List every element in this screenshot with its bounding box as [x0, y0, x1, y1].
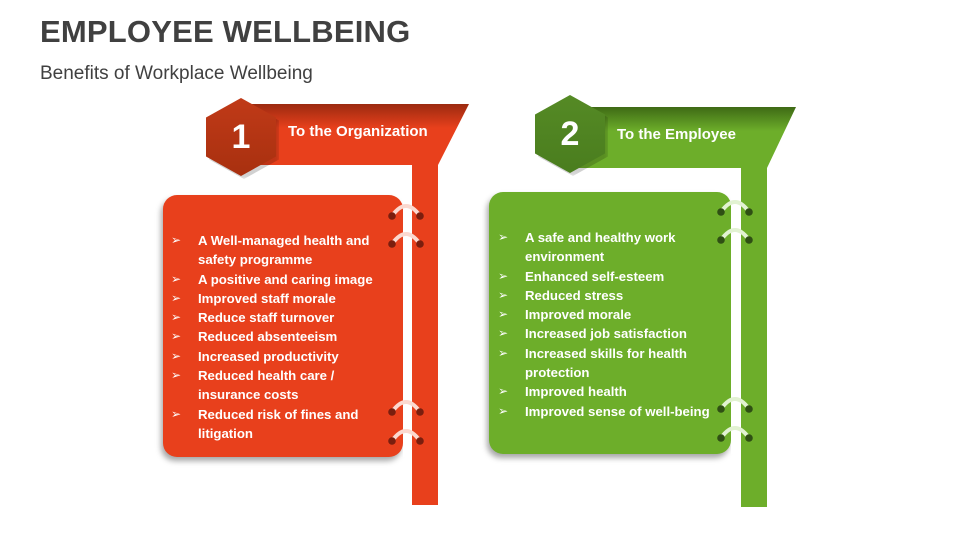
- list-item: ➢ Enhanced self-esteem: [498, 267, 723, 286]
- list-item: ➢ Increased productivity: [171, 347, 395, 366]
- ring-hook-icon: [717, 426, 753, 442]
- number-badge-2: 2: [535, 95, 605, 173]
- list-item: ➢ A safe and healthy work environment: [498, 230, 676, 265]
- ring-hook-icon: [388, 232, 424, 248]
- ring-hook-icon: [388, 400, 424, 416]
- list-item: ➢ Improved staff morale: [171, 289, 395, 308]
- arrow-bullet-icon: ➢: [498, 403, 509, 418]
- list-item: ➢ Reduce staff turnover: [171, 308, 395, 327]
- arrow-bullet-icon: ➢: [171, 329, 182, 344]
- list-item: ➢ Reduced health care / insurance costs: [171, 368, 335, 403]
- ring-hook-icon: [717, 397, 753, 413]
- arrow-bullet-icon: ➢: [498, 287, 509, 302]
- arrow-bullet-icon: ➢: [171, 348, 182, 363]
- organization-divider-gap: [403, 195, 412, 457]
- list-item: ➢ A Well-managed health and safety progr…: [171, 233, 370, 268]
- list-item: ➢ Reduced risk of fines and litigation: [171, 406, 359, 441]
- panel-heading-organization: To the Organization: [288, 123, 428, 140]
- arrow-bullet-icon: ➢: [498, 384, 509, 399]
- employee-divider-gap: [731, 192, 741, 454]
- list-item: ➢ Improved sense of well-being: [498, 402, 723, 421]
- arrow-bullet-icon: ➢: [171, 271, 182, 286]
- arrow-bullet-icon: ➢: [171, 310, 182, 325]
- page-title: EMPLOYEE WELLBEING: [40, 14, 411, 49]
- ring-hook-icon: [388, 429, 424, 445]
- arrow-bullet-icon: ➢: [171, 406, 182, 421]
- arrow-bullet-icon: ➢: [171, 368, 182, 383]
- ring-hook-icon: [717, 228, 753, 244]
- list-item: ➢ Increased skills for health protection: [498, 345, 687, 381]
- list-item: ➢ Improved morale: [498, 305, 723, 324]
- arrow-bullet-icon: ➢: [171, 290, 182, 305]
- list-item: ➢ A positive and caring image: [171, 270, 395, 289]
- arrow-bullet-icon: ➢: [498, 268, 509, 283]
- organization-benefits-card: ➢ A Well-managed health and safety progr…: [163, 195, 403, 457]
- ring-hook-icon: [388, 204, 424, 220]
- list-item: ➢ Reduced absenteeism: [171, 327, 395, 346]
- list-item: ➢ Reduced stress: [498, 286, 723, 305]
- organization-benefits-list: ➢ A Well-managed health and safety progr…: [171, 231, 395, 443]
- arrow-bullet-icon: ➢: [498, 326, 509, 341]
- list-item: ➢ Increased job satisfaction: [498, 324, 723, 343]
- arrow-bullet-icon: ➢: [498, 345, 509, 360]
- panel-heading-employee: To the Employee: [617, 126, 736, 143]
- arrow-bullet-icon: ➢: [498, 230, 509, 244]
- employee-benefits-card: ➢ A safe and healthy work environment ➢ …: [489, 192, 731, 454]
- arrow-bullet-icon: ➢: [498, 307, 509, 322]
- ring-hook-icon: [717, 200, 753, 216]
- employee-benefits-list: ➢ A safe and healthy work environment ➢ …: [498, 228, 723, 421]
- page-subtitle: Benefits of Workplace Wellbeing: [40, 63, 313, 84]
- arrow-bullet-icon: ➢: [171, 233, 182, 247]
- list-item: ➢ Improved health: [498, 382, 723, 401]
